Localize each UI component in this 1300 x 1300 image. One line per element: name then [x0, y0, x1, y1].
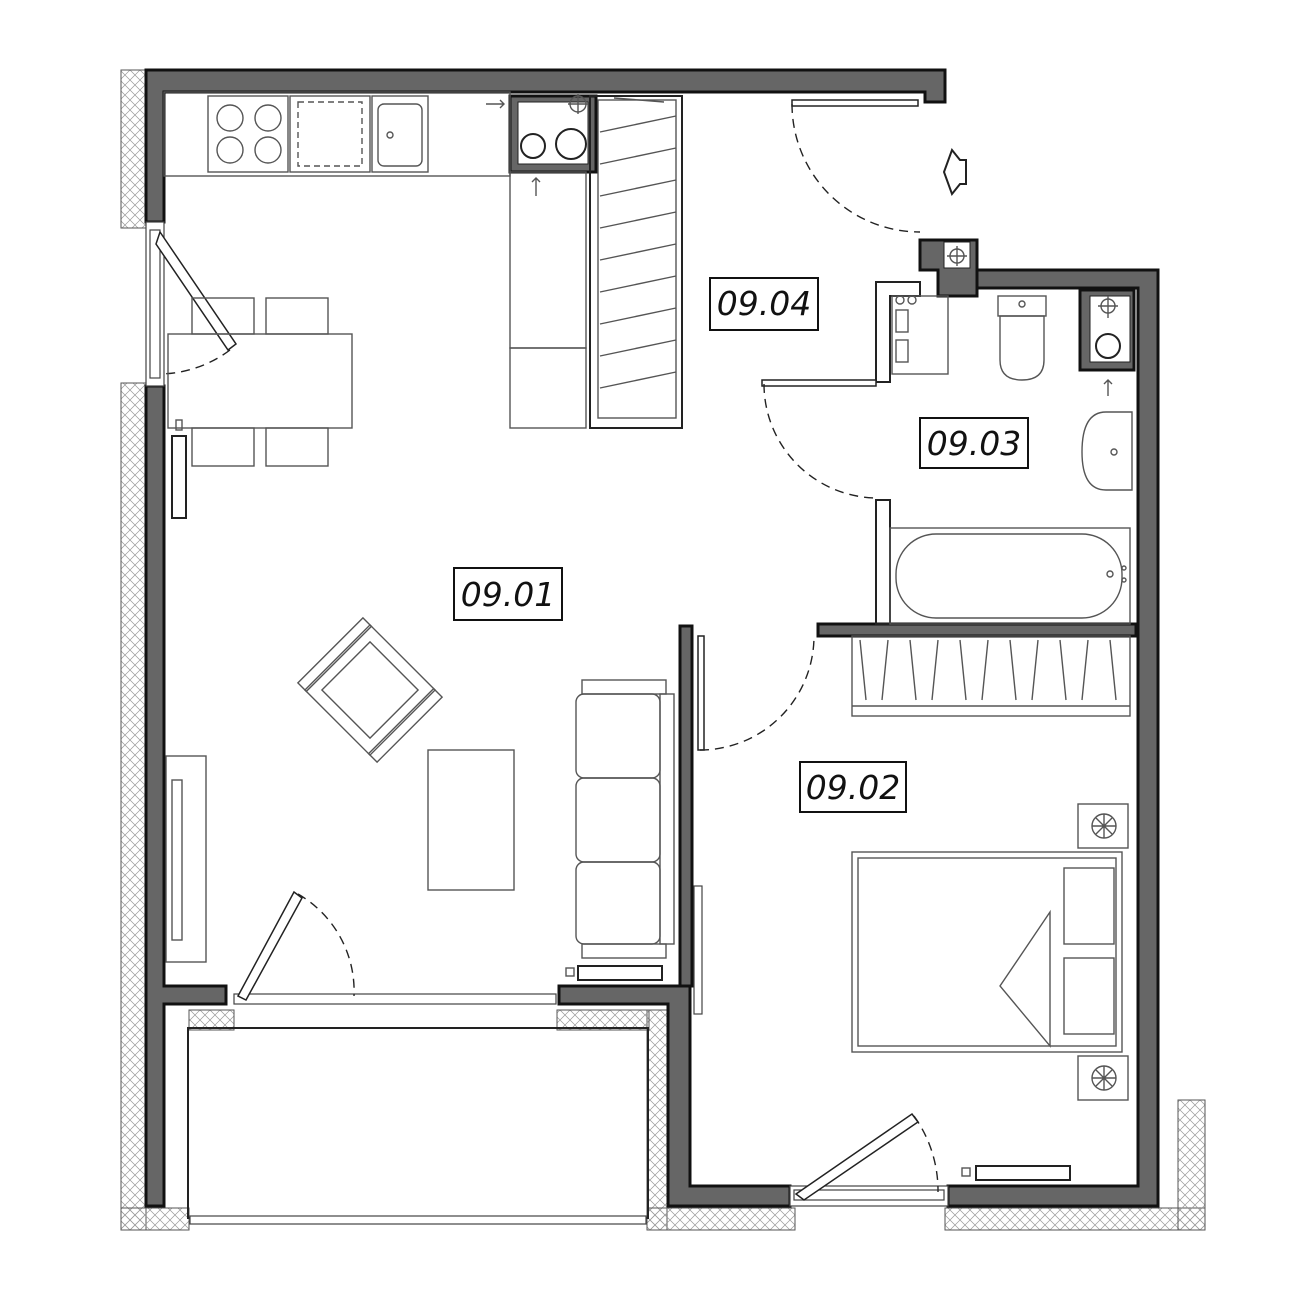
exterior-insulation	[120, 69, 1206, 1231]
bathroom-partition	[816, 622, 1138, 638]
room-label-bedroom: 09.02	[799, 761, 907, 813]
kitchen-shaft-details	[486, 94, 589, 196]
entry-door[interactable]	[791, 99, 967, 233]
radiators	[171, 419, 1071, 1181]
svg-text:09.04: 09.04	[717, 284, 811, 323]
hall-wardrobe	[589, 95, 683, 429]
bathroom-fixtures	[875, 281, 1133, 625]
svg-text:09.02: 09.02	[806, 768, 900, 807]
hall-shaft-fixture	[943, 241, 971, 269]
wall-left-lower	[144, 384, 228, 1208]
svg-text:09.03: 09.03	[927, 424, 1021, 463]
bed	[851, 803, 1129, 1101]
bedroom-door[interactable]	[693, 635, 815, 1015]
sofa	[575, 679, 675, 959]
armchair	[296, 616, 444, 764]
room-label-hall: 09.04	[709, 277, 819, 331]
tall-cabinets	[509, 171, 587, 429]
balcony-door[interactable]	[233, 890, 557, 1005]
coffee-table	[427, 749, 515, 891]
left-window	[145, 221, 238, 387]
dining-set	[167, 297, 353, 467]
bedroom-window	[789, 1112, 949, 1207]
bathroom-door[interactable]	[761, 379, 879, 499]
svg-text:09.01: 09.01	[461, 575, 555, 614]
bedroom-partition	[678, 624, 694, 988]
wall-bottom-right	[946, 268, 1160, 1208]
bedroom-wardrobe	[851, 635, 1131, 717]
balcony	[187, 1027, 649, 1225]
kitchen-counter	[163, 91, 511, 177]
room-label-bathroom: 09.03	[919, 417, 1029, 469]
room-label-living: 09.01	[453, 567, 563, 621]
tv-unit	[165, 755, 207, 963]
